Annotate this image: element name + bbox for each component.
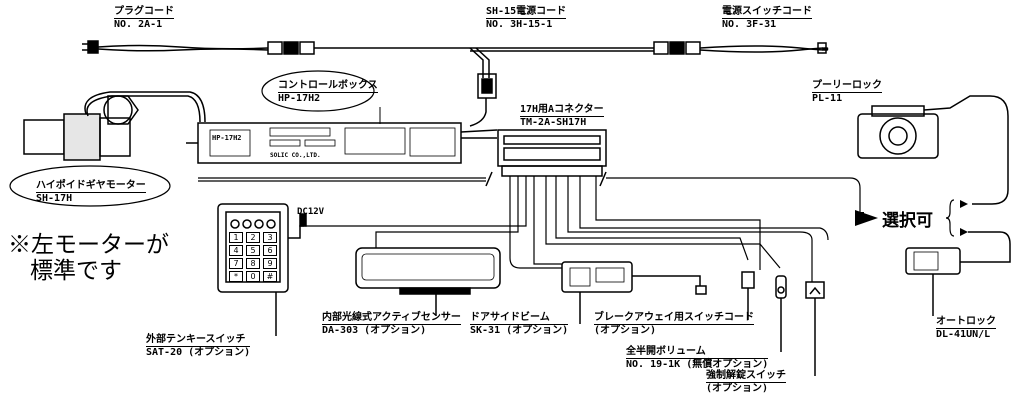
pulley-lock-label: プーリーロック PL-11	[812, 80, 882, 105]
select-arrow	[855, 200, 968, 236]
motor-label-ellipse	[9, 165, 171, 207]
note-line-1: ※左モーターが	[8, 232, 169, 258]
pulley-lock	[857, 95, 1009, 205]
power-cord	[470, 41, 701, 55]
breakaway-switch	[741, 271, 755, 320]
sensor-model: DA-303 (オプション)	[322, 324, 461, 337]
volume-label: 全半開ボリューム NO. 19-1K (無償オプション)	[626, 346, 769, 371]
plug-cord-label: プラグコード NO. 2A-1	[114, 6, 174, 31]
door-beam-title: ドアサイドビーム	[470, 312, 550, 323]
dc12v-label: DC12V	[297, 207, 325, 217]
motor-model: SH-17H	[36, 192, 146, 205]
keypad-label: 外部テンキースイッチ SAT-20 (オプション)	[146, 334, 251, 359]
connector-model: TM-2A-SH17H	[520, 116, 604, 129]
keypad-key: 5	[246, 245, 260, 256]
auto-lock-model: DL-41UN/L	[936, 328, 996, 341]
auto-lock	[905, 231, 1011, 316]
keypad-key: 8	[246, 258, 260, 269]
keypad-model: SAT-20 (オプション)	[146, 346, 251, 358]
breakaway-title: ブレークアウェイ用スイッチコード	[594, 312, 754, 323]
door-side-beam	[561, 261, 707, 324]
force-release-title: 強制解錠スイッチ	[706, 370, 786, 381]
switch-cord-title: 電源スイッチコード	[722, 6, 812, 17]
a-connector	[497, 129, 607, 177]
note-line-2: 標準です	[30, 258, 122, 284]
volume-title: 全半開ボリューム	[626, 346, 706, 357]
breakaway-label: ブレークアウェイ用スイッチコード (オプション)	[594, 312, 754, 337]
force-release-model: (オプション)	[706, 382, 786, 394]
breakaway-model: (オプション)	[594, 324, 754, 337]
top-drop-cord	[469, 47, 497, 127]
switch-cord	[699, 42, 829, 54]
pulley-lock-title: プーリーロック	[812, 80, 882, 91]
box-label-ellipse	[261, 70, 375, 112]
control-box	[186, 122, 498, 164]
plug-cord	[82, 40, 470, 55]
motor-label: ハイポイドギヤモーター SH-17H	[36, 180, 146, 205]
sensor-label: 内部光線式アクティブセンサー DA-303 (オプション)	[322, 312, 461, 337]
power-cord-label: SH-15電源コード NO. 3H-15-1	[486, 6, 567, 31]
keypad-key: 1	[229, 232, 243, 243]
keypad	[217, 203, 307, 336]
motor-title: ハイポイドギヤモーター	[36, 180, 146, 191]
power-cord-model: NO. 3H-15-1	[486, 18, 567, 31]
sensor-title: 内部光線式アクティブセンサー	[322, 312, 461, 323]
keypad-keys: 1 2 3 4 5 6 7 8 9 * 0 #	[229, 232, 277, 282]
box-name: HP-17H2	[212, 134, 242, 142]
connector-label: 17H用Aコネクター TM-2A-SH17H	[520, 104, 604, 129]
gear-motor	[23, 91, 206, 161]
keypad-key: 0	[246, 271, 260, 282]
plug-cord-model: NO. 2A-1	[114, 18, 174, 31]
auto-lock-label: オートロック DL-41UN/L	[936, 316, 996, 341]
switch-cord-model: NO. 3F-31	[722, 18, 812, 31]
keypad-key: 4	[229, 245, 243, 256]
pulley-lock-model: PL-11	[812, 92, 882, 105]
keypad-key: 9	[263, 258, 277, 269]
force-release-label: 強制解錠スイッチ (オプション)	[706, 370, 786, 394]
door-beam-label: ドアサイドビーム SK-31 (オプション)	[470, 312, 569, 337]
power-cord-title: SH-15電源コード	[486, 6, 567, 17]
control-box-model: HP-17H2	[278, 92, 378, 105]
control-box-title: コントロールボックス	[278, 80, 378, 91]
keypad-key: *	[229, 271, 243, 282]
keypad-key: 6	[263, 245, 277, 256]
keypad-key: 3	[263, 232, 277, 243]
control-box-label: コントロールボックス HP-17H2	[278, 80, 378, 105]
door-beam-model: SK-31 (オプション)	[470, 324, 569, 336]
force-release-switch	[805, 281, 825, 376]
auto-lock-title: オートロック	[936, 316, 996, 327]
break-marks	[485, 171, 607, 187]
switch-cord-label: 電源スイッチコード NO. 3F-31	[722, 6, 812, 31]
keypad-key: #	[263, 271, 277, 282]
volume-model: NO. 19-1K (無償オプション)	[626, 358, 769, 370]
volume	[775, 275, 787, 352]
box-maker: SOLIC CO.,LTD.	[270, 152, 321, 159]
harness	[198, 176, 861, 282]
plug-cord-title: プラグコード	[114, 6, 174, 17]
selectable-label: 選択可	[882, 211, 933, 231]
keypad-key: 2	[246, 232, 260, 243]
keypad-key: 7	[229, 258, 243, 269]
connector-title: 17H用Aコネクター	[520, 104, 604, 115]
keypad-title: 外部テンキースイッチ	[146, 334, 246, 345]
active-sensor	[355, 247, 501, 316]
